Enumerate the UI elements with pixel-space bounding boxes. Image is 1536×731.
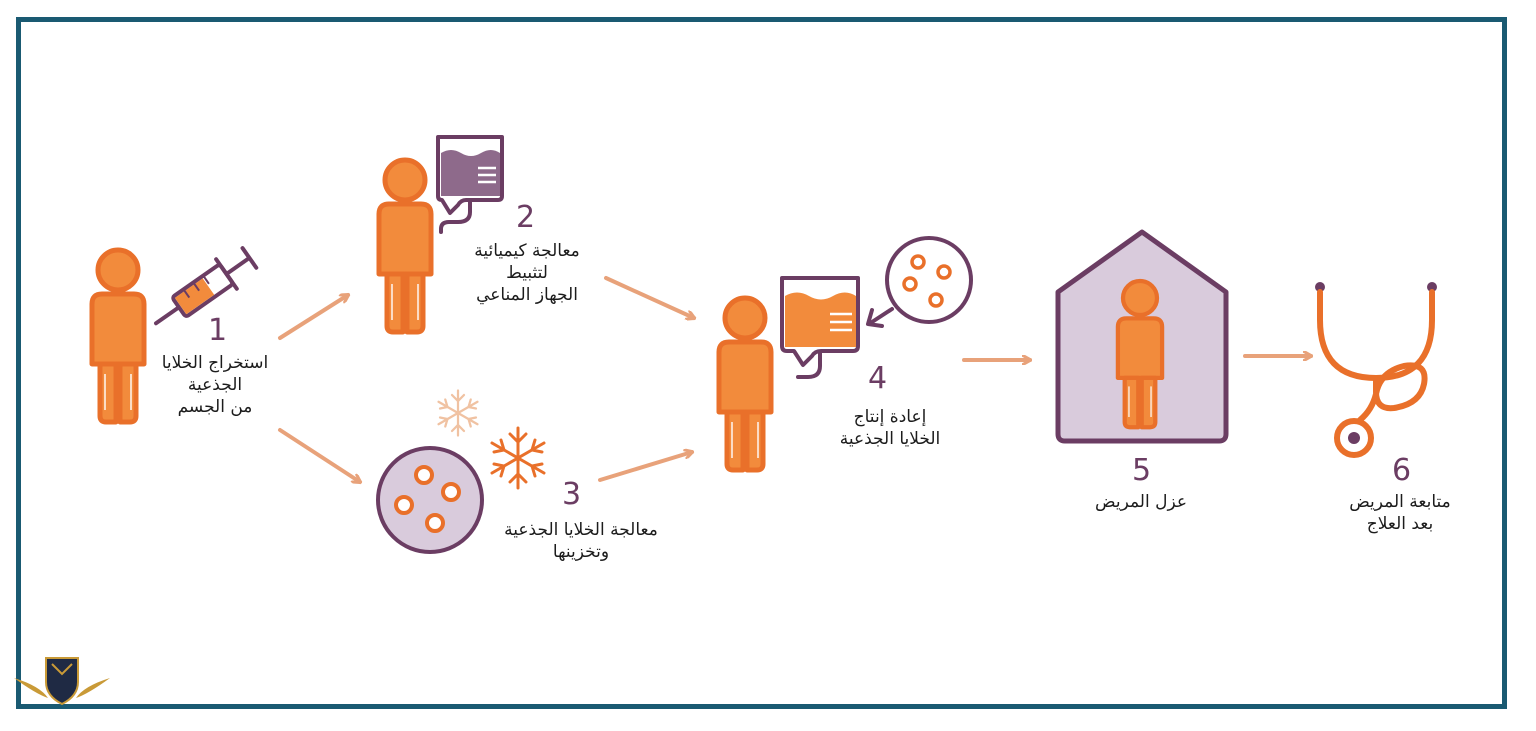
- step-label: معالجة الخلايا الجذعية وتخزينها: [486, 519, 676, 563]
- step-number: 2: [516, 200, 536, 235]
- arrow-icon: [278, 428, 360, 482]
- person-icon: [92, 250, 144, 422]
- arrow-icon: [866, 307, 894, 328]
- syringe-icon: [154, 246, 259, 326]
- step-label-line: الخلايا الجذعية: [839, 429, 941, 449]
- watermark-logo: [14, 657, 110, 706]
- step-label-line: لتثبيط: [506, 263, 548, 283]
- step-label: عزل المريض: [1076, 491, 1206, 513]
- stethoscope-icon: [1315, 282, 1437, 458]
- step-label: إعادة إنتاج الخلايا الجذعية: [820, 406, 960, 450]
- cell-dish-icon: [376, 446, 484, 554]
- step-label-line: من الجسم: [177, 397, 253, 417]
- arrow-icon: [598, 452, 692, 482]
- arrow-icon: [278, 295, 348, 340]
- step-label: استخراج الخلايا الجذعية من الجسم: [150, 352, 280, 418]
- step-label: متابعة المريض بعد العلاج: [1330, 491, 1470, 535]
- arrow-icon: [604, 276, 694, 318]
- step-number: 1: [208, 313, 228, 348]
- person-icon: [719, 298, 771, 470]
- step-number: 4: [868, 361, 888, 396]
- person-icon: [379, 160, 431, 332]
- snowflake-icon: [437, 389, 479, 437]
- step-label-line: عزل المريض: [1095, 492, 1187, 512]
- step-number: 6: [1392, 453, 1412, 488]
- step-label-line: الجذعية: [187, 375, 243, 395]
- step-number: 3: [562, 477, 582, 512]
- cell-dish-icon: [885, 236, 973, 324]
- step-label-line: إعادة إنتاج: [853, 407, 927, 427]
- step-label-line: معالجة الخلايا الجذعية: [504, 520, 658, 540]
- step-label-line: الجهاز المناعي: [476, 285, 578, 305]
- snowflake-icon: [490, 426, 546, 490]
- person-icon: [1118, 281, 1162, 427]
- step-label-line: بعد العلاج: [1366, 514, 1434, 534]
- step-label-line: وتخزينها: [552, 542, 610, 562]
- step-label: معالجة كيميائية لتثبيط الجهاز المناعي: [452, 240, 602, 306]
- step-number: 5: [1132, 453, 1152, 488]
- flow-arrows: [278, 276, 1313, 482]
- iv-bag-icon: [780, 276, 860, 379]
- step-label-line: معالجة كيميائية: [474, 241, 580, 261]
- iv-bag-icon: [436, 135, 504, 234]
- step-label-line: متابعة المريض: [1349, 492, 1451, 512]
- step-label-line: استخراج الخلايا: [161, 353, 269, 373]
